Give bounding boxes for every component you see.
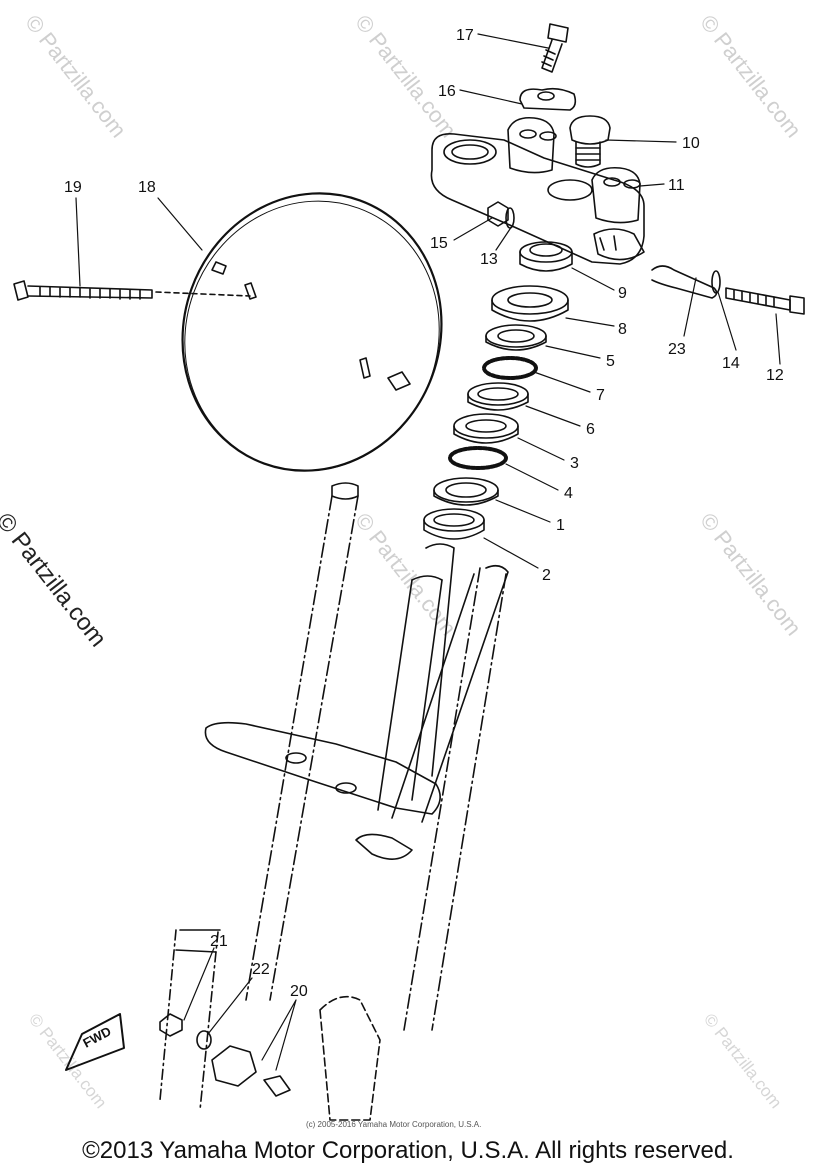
small-copyright: (c) 2005-2016 Yamaha Motor Corporation, … xyxy=(306,1120,482,1129)
bearing-race-1 xyxy=(433,477,499,506)
callout-7: 7 xyxy=(596,387,605,404)
callout-5: 5 xyxy=(606,353,615,370)
callout-21: 21 xyxy=(210,933,228,950)
handlebar-holder-upper xyxy=(519,87,577,111)
callout-8: 8 xyxy=(618,321,627,338)
washer-14 xyxy=(711,270,721,294)
callout-14: 14 xyxy=(722,355,740,372)
callout-4: 4 xyxy=(564,485,573,502)
callout-numbers: 17 16 10 11 15 13 9 19 18 8 23 14 12 5 7… xyxy=(64,27,784,1000)
callout-17: 17 xyxy=(456,27,474,44)
callout-6: 6 xyxy=(586,421,595,438)
callout-3: 3 xyxy=(570,455,579,472)
fwd-arrow xyxy=(65,1013,125,1071)
washer-22 xyxy=(196,1030,212,1050)
seal-2 xyxy=(423,508,485,540)
callout-15: 15 xyxy=(430,235,448,252)
headlight-rim xyxy=(181,192,443,472)
pinch-bolt xyxy=(725,287,805,315)
bearing-race-6 xyxy=(467,382,529,411)
callout-2: 2 xyxy=(542,567,551,584)
steering-stem xyxy=(377,543,509,823)
lower-bracket xyxy=(204,721,441,860)
copyright-footer: ©2013 Yamaha Motor Corporation, U.S.A. A… xyxy=(82,1137,734,1164)
fork-tube-right xyxy=(319,567,507,1121)
ball-bearings-4 xyxy=(448,446,508,470)
callout-11: 11 xyxy=(668,177,685,194)
callout-10: 10 xyxy=(682,135,700,152)
top-bolt xyxy=(541,23,569,73)
steering-stem-nut xyxy=(569,115,611,168)
ring-nut xyxy=(519,241,573,272)
callout-19: 19 xyxy=(64,179,82,196)
callout-22: 22 xyxy=(252,961,270,978)
callout-9: 9 xyxy=(618,285,627,302)
upper-bracket xyxy=(430,116,645,265)
ball-bearings-7 xyxy=(482,356,538,380)
fwd-label: FWD xyxy=(80,1024,113,1051)
fork-tube-left xyxy=(159,482,359,1111)
bearing-race-3 xyxy=(453,413,519,444)
nut-15 xyxy=(487,201,509,227)
bearing-race-5 xyxy=(485,324,547,351)
bolt-21 xyxy=(159,1013,183,1037)
callout-23: 23 xyxy=(668,341,686,358)
callout-12: 12 xyxy=(766,367,784,384)
dust-seal-8 xyxy=(491,285,569,322)
headlight-bolt xyxy=(13,280,251,301)
callout-1: 1 xyxy=(556,517,565,534)
clamp-20 xyxy=(211,1045,291,1097)
leader-lines xyxy=(75,33,781,1071)
callout-16: 16 xyxy=(438,83,456,100)
callout-18: 18 xyxy=(138,179,156,196)
clip-23 xyxy=(651,265,718,299)
callout-20: 20 xyxy=(290,983,308,1000)
callout-13: 13 xyxy=(480,251,498,268)
